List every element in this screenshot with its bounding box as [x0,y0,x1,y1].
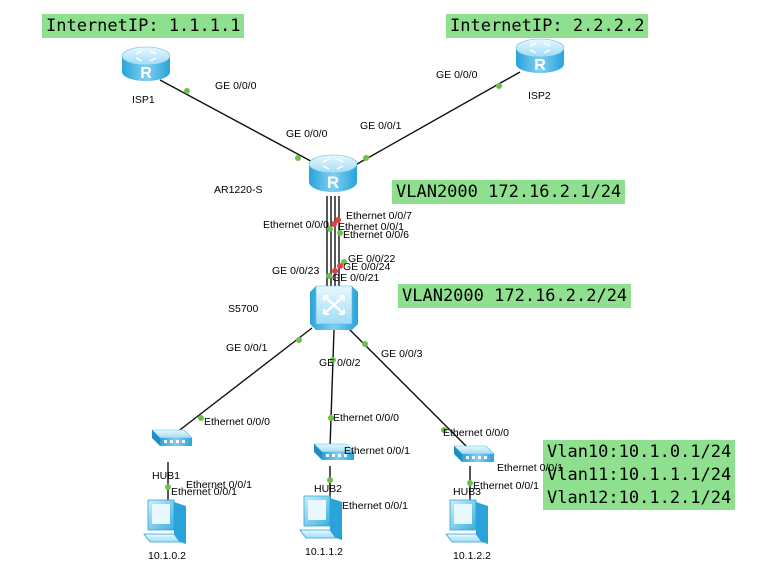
port-label: GE 0/0/21 [332,272,380,284]
port-label: Ethernet 0/0/0 [263,219,329,231]
port-label: GE 0/0/23 [272,265,320,277]
links [159,71,521,508]
isp1-ip-banner: InternetIP: 1.1.1.1 [42,14,245,38]
pc-icon[interactable] [445,499,488,544]
link-sw-hub3 [347,327,471,451]
svg-text:R: R [140,65,152,82]
port-label: Ethernet 0/0/1 [344,445,410,457]
link-isp2-ar [349,71,521,169]
device-label-pc1: 10.1.0.2 [148,550,186,562]
device-label-hub3: HUB3 [453,486,482,498]
switch-vlan-banner: VLAN2000 172.16.2.2/24 [398,284,632,308]
router-vlan-banner: VLAN2000 172.16.2.1/24 [392,180,626,204]
link-sw-hub2 [329,329,335,449]
isp2-ip-banner: InternetIP: 2.2.2.2 [446,14,649,38]
port-label: Ethernet 0/0/1 [338,221,404,233]
port-label: GE 0/0/3 [381,348,423,360]
port-label: GE 0/0/0 [215,80,257,92]
port-label: Ethernet 0/0/1 [473,480,539,492]
svg-text:R: R [534,57,546,74]
router-icon[interactable]: R [515,38,565,74]
router-icon[interactable]: R [121,46,171,82]
hub-icon[interactable] [151,429,193,446]
device-label-hub2: HUB2 [314,483,343,495]
device-label-pc2: 10.1.1.2 [305,546,343,558]
port-label: Ethernet 0/0/6 [343,229,409,241]
router-icon[interactable]: R [308,154,358,192]
device-label-hub1: HUB1 [152,470,181,482]
link-status-dots [165,83,502,490]
port-label: GE 0/0/22 [348,253,396,265]
vlan11-banner: Vlan11:10.1.1.1/24 [543,463,736,487]
device-label-switch: S5700 [228,303,259,315]
link-isp1-ar [159,79,321,167]
vlan10-banner: Vlan10:10.1.0.1/24 [543,440,736,464]
pc-icon[interactable] [143,499,186,544]
device-label-isp1: ISP1 [132,94,155,106]
port-label: Ethernet 0/0/1 [186,479,252,491]
switch-icon[interactable] [310,285,358,330]
hub-icon[interactable] [313,443,355,460]
port-label: GE 0/0/2 [319,357,361,369]
vlan12-banner: Vlan12:10.1.2.1/24 [543,486,736,510]
port-label: GE 0/0/1 [226,342,268,354]
port-label: GE 0/0/0 [436,69,478,81]
link-sw-hub1 [171,327,313,437]
port-label: Ethernet 0/0/1 [497,462,563,474]
port-label: GE 0/0/1 [360,120,402,132]
svg-text:R: R [327,173,339,192]
port-label: Ethernet 0/0/1 [342,500,408,512]
port-label: Ethernet 0/0/0 [333,412,399,424]
port-label: Ethernet 0/0/0 [443,427,509,439]
port-label: GE 0/0/0 [286,128,328,140]
pc-icon[interactable] [299,495,342,540]
port-label: GE 0/0/24 [343,261,391,273]
port-label: Ethernet 0/0/0 [204,416,270,428]
port-label: Ethernet 0/0/7 [346,210,412,222]
device-label-pc3: 10.1.2.2 [453,550,491,562]
device-label-isp2: ISP2 [528,90,551,102]
hub-icon[interactable] [453,445,495,462]
port-label: Ethernet 0/0/1 [171,486,237,498]
device-label-router: AR1220-S [214,184,263,196]
